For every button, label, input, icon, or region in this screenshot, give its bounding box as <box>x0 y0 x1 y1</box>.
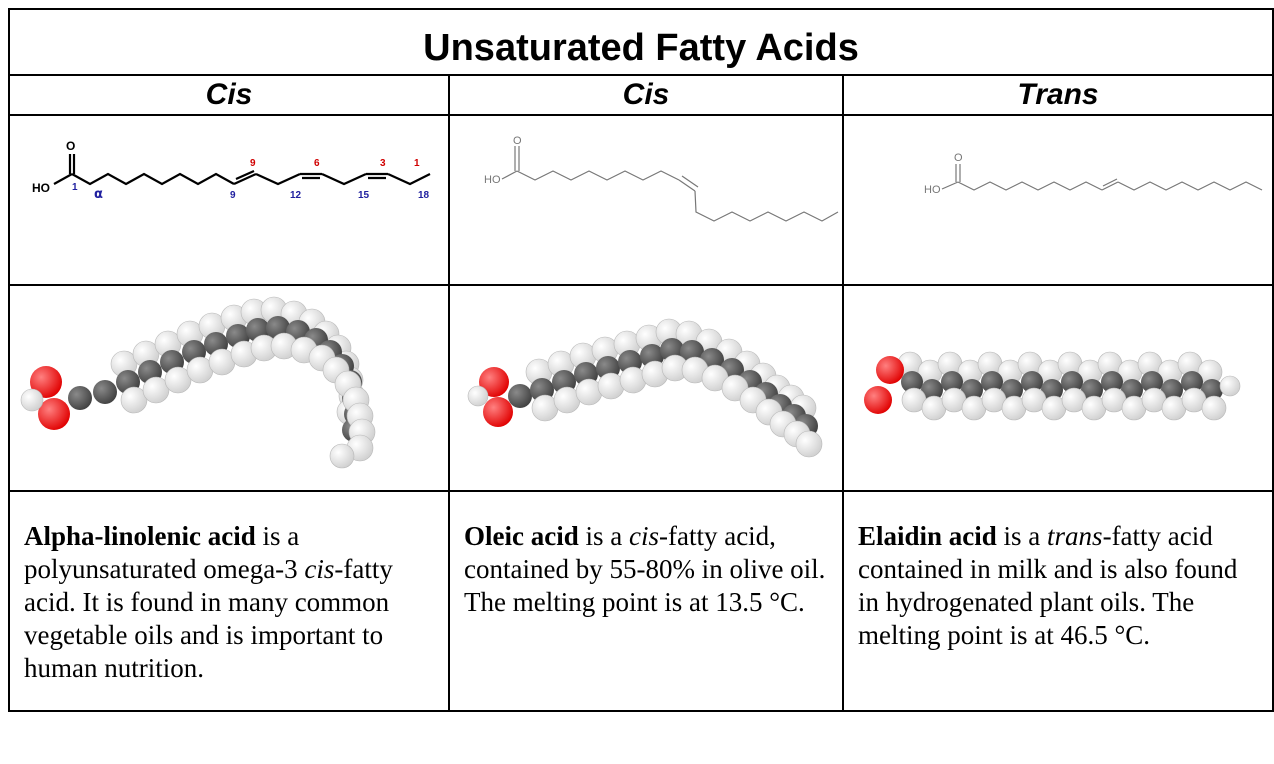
hydrogen-atom <box>142 376 170 404</box>
space-filling-model-oleic <box>467 318 823 458</box>
column-heading-2: Cis <box>448 74 844 116</box>
description-text: -fatty acid. It is found in many common … <box>24 554 393 683</box>
hydrogen-atom <box>20 388 44 412</box>
description-text: is a <box>578 521 629 551</box>
alpha-label: α <box>94 187 103 202</box>
omega-number: 3 <box>380 158 386 169</box>
hydrogen-atom <box>120 386 148 414</box>
omega-number: 6 <box>314 158 320 169</box>
delta-number: 1 <box>72 182 78 193</box>
delta-number: 12 <box>290 190 302 201</box>
description-paragraph: Elaidin acid is a trans-fatty acid conta… <box>858 520 1258 652</box>
description-italic: cis <box>304 554 335 584</box>
acid-name: Elaidin acid <box>858 521 997 551</box>
description-alpha-linolenic: Alpha-linolenic acid is a polyunsaturate… <box>8 490 450 712</box>
carbon-atom <box>508 384 532 408</box>
description-text: is a polyunsaturated omega-3 <box>24 521 305 584</box>
carbon-atom <box>1101 371 1123 393</box>
delta-number: 18 <box>418 190 430 201</box>
carbon-atom <box>961 379 983 401</box>
carbon-atom <box>1141 371 1163 393</box>
carbon-atom <box>941 371 963 393</box>
carbon-atom <box>93 380 117 404</box>
column-heading-3: Trans <box>841 74 1274 116</box>
carbon-atom <box>1021 371 1043 393</box>
structure-oleic: O HO <box>448 114 844 286</box>
description-italic: trans <box>1047 521 1103 551</box>
carbon-atom <box>1201 379 1223 401</box>
hydroxyl-label: HO <box>32 181 50 195</box>
oxygen-atom <box>479 367 509 397</box>
carbon-atom <box>1121 379 1143 401</box>
model-oleic <box>448 284 844 492</box>
acid-name: Oleic acid <box>464 521 579 551</box>
carbon-atom <box>1161 379 1183 401</box>
oxygen-atom <box>876 356 904 384</box>
hydrogen-atom <box>329 443 355 469</box>
delta-number: 15 <box>358 190 370 201</box>
oxygen-atom <box>864 386 892 414</box>
space-filling-model-elaidic <box>864 351 1241 421</box>
fatty-acids-table: Unsaturated Fatty Acids Cis Cis Trans O … <box>7 8 1274 712</box>
model-alpha-linolenic <box>8 284 450 492</box>
carbon-atom <box>921 379 943 401</box>
oxygen-label: O <box>66 139 75 153</box>
oxygen-label: O <box>954 152 963 164</box>
description-paragraph: Alpha-linolenic acid is a polyunsaturate… <box>24 520 434 685</box>
hydrogen-atom <box>1219 375 1241 397</box>
omega-number: 1 <box>414 158 420 169</box>
skeletal-formula-alpha-linolenic: O HO 9 <box>32 139 431 202</box>
description-elaidic: Elaidin acid is a trans-fatty acid conta… <box>841 490 1274 712</box>
hydroxyl-label: HO <box>924 184 941 196</box>
carbon-atom <box>1041 379 1063 401</box>
carbon-atom <box>981 371 1003 393</box>
space-filling-model-alpha-linolenic <box>20 296 376 469</box>
description-text: -fatty acid contained in milk and is als… <box>858 521 1238 650</box>
description-oleic: Oleic acid is a cis-fatty acid, containe… <box>448 490 844 712</box>
carbon-atom <box>1081 379 1103 401</box>
oxygen-label: O <box>513 135 522 147</box>
hydrogen-atom <box>467 385 489 407</box>
structure-elaidic: O HO <box>841 114 1274 286</box>
hydrogen-atom <box>164 366 192 394</box>
carbon-atom <box>68 386 92 410</box>
structure-alpha-linolenic: O HO 9 <box>8 114 450 286</box>
description-text: -fatty acid, contained by 55-80% in oliv… <box>464 521 826 617</box>
description-paragraph: Oleic acid is a cis-fatty acid, containe… <box>464 520 828 619</box>
delta-number: 9 <box>230 190 236 201</box>
omega-number: 9 <box>250 158 256 169</box>
oxygen-atom <box>38 398 70 430</box>
oxygen-atom <box>483 397 513 427</box>
description-text: is a <box>996 521 1048 551</box>
carbon-atom <box>1001 379 1023 401</box>
hydrogen-atom <box>795 430 823 458</box>
column-heading-1: Cis <box>8 74 450 116</box>
table-title: Unsaturated Fatty Acids <box>7 8 1274 76</box>
model-elaidic <box>841 284 1274 492</box>
oxygen-atom <box>30 366 62 398</box>
hydroxyl-label: HO <box>484 174 501 186</box>
acid-name: Alpha-linolenic acid <box>24 521 256 551</box>
carbon-atom <box>1181 371 1203 393</box>
skeletal-formula-elaidic: O HO <box>924 152 1263 196</box>
description-italic: cis <box>628 521 659 551</box>
skeletal-formula-oleic: O HO <box>484 135 839 222</box>
carbon-atom <box>1061 371 1083 393</box>
hydrogen-atom <box>1201 395 1227 421</box>
carbon-atom <box>901 371 923 393</box>
